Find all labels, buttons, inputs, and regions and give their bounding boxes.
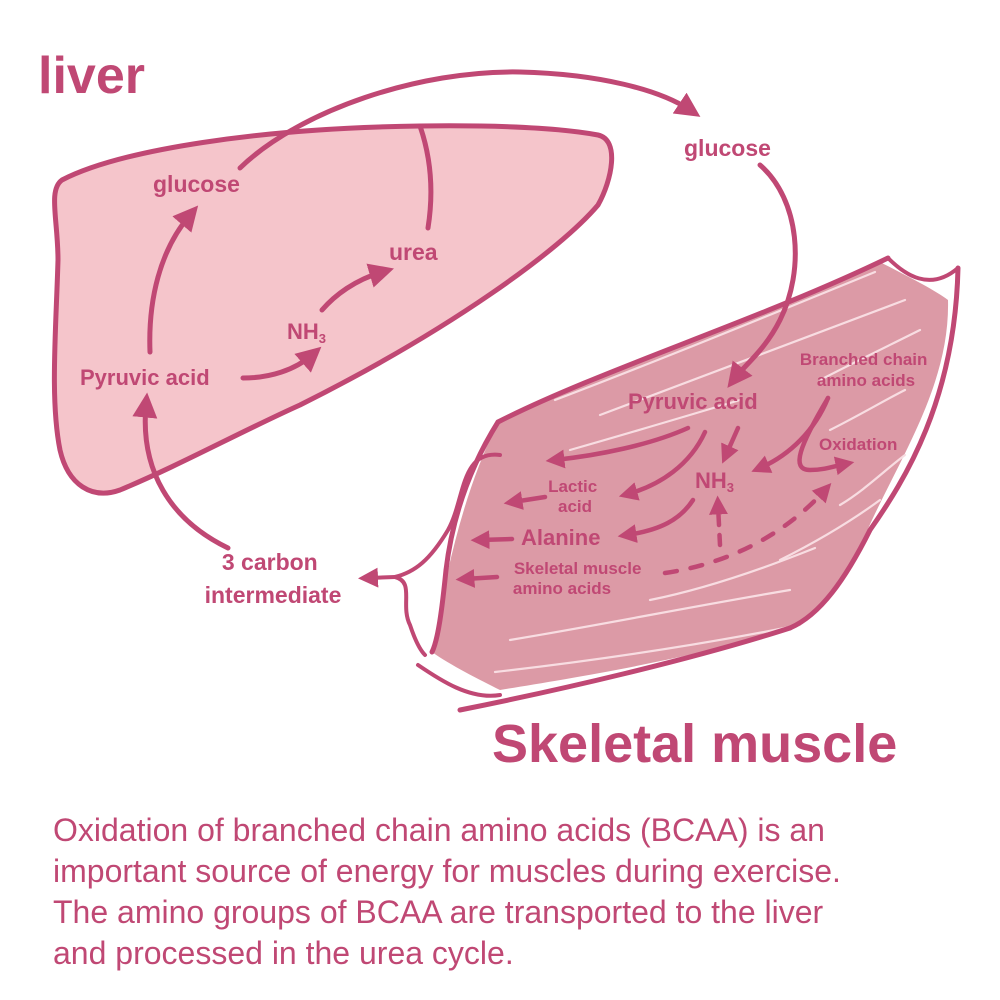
- caption-text: Oxidation of branched chain amino acids …: [53, 810, 973, 974]
- skeletal-muscle-amino-acids-label: Skeletal muscle amino acids: [513, 559, 646, 598]
- arrow-up-to-nh3-dashed: [709, 495, 728, 548]
- arrow-skm-to-oxidation-dashed: [662, 482, 832, 576]
- liver-lobe-line: [417, 123, 434, 231]
- bcaa-label: Branched chain amino acids: [800, 350, 932, 390]
- arrow-pyruvic-to-lactic: [618, 429, 708, 501]
- arrow-to-carbon-intermediate: [358, 567, 397, 588]
- muscle-nh3-label: NH3: [695, 468, 734, 495]
- arrow-pyruvic-to-nh3: [721, 425, 741, 464]
- alanine-label: Alanine: [521, 525, 600, 550]
- caption-line-4: and processed in the urea cycle.: [53, 935, 514, 971]
- skeletal-muscle-title: Skeletal muscle: [492, 714, 897, 774]
- lactic-acid-label: Lactic acid: [548, 477, 602, 516]
- arrow-pyruvic-to-glucose: [147, 205, 199, 355]
- muscle-outline-right: [787, 265, 961, 631]
- caption-line-1: Oxidation of branched chain amino acids …: [53, 812, 825, 848]
- liver-nh3-label: NH3: [287, 319, 326, 346]
- carbon-intermediate-label: 3 carbon intermediate: [205, 549, 342, 608]
- arrow-carbon-to-pyruvic: [132, 392, 231, 551]
- arrow-lactic-out: [503, 491, 548, 510]
- blood-glucose-label: glucose: [684, 135, 771, 161]
- liver-title: liver: [38, 47, 145, 105]
- muscle-tendon-bottom: [416, 663, 502, 698]
- arrow-nh3-to-alanine: [617, 497, 696, 543]
- muscle-pyruvic-label: Pyruvic acid: [628, 389, 758, 414]
- arrow-liver-glucose-to-blood: [237, 69, 701, 171]
- liver-urea-label: urea: [389, 239, 438, 265]
- liver-glucose-label: glucose: [153, 171, 240, 197]
- arrow-glucose-to-muscle-pyruvic: [727, 162, 798, 388]
- arrow-bcaa-to-oxidation: [797, 395, 855, 476]
- arrow-pyruvic-to-nh3: [240, 346, 322, 381]
- caption-line-2: important source of energy for muscles d…: [53, 853, 841, 889]
- muscle-outline-bottom: [457, 625, 793, 713]
- muscle-outline-top: [495, 255, 891, 425]
- arrow-alanine-out: [470, 530, 515, 550]
- liver-pyruvic-label: Pyruvic acid: [80, 365, 210, 390]
- bracket-muscle-to-carbon: [393, 452, 502, 657]
- arrow-nh3-to-urea: [319, 263, 394, 313]
- arrow-skm-amino-out: [455, 568, 500, 588]
- arrow-pyruvic-out-left: [545, 425, 691, 469]
- muscle-organ: [432, 262, 949, 690]
- caption-line-3: The amino groups of BCAA are transported…: [53, 894, 824, 930]
- muscle-tendon-top: [886, 256, 960, 282]
- oxidation-label: Oxidation: [819, 435, 897, 454]
